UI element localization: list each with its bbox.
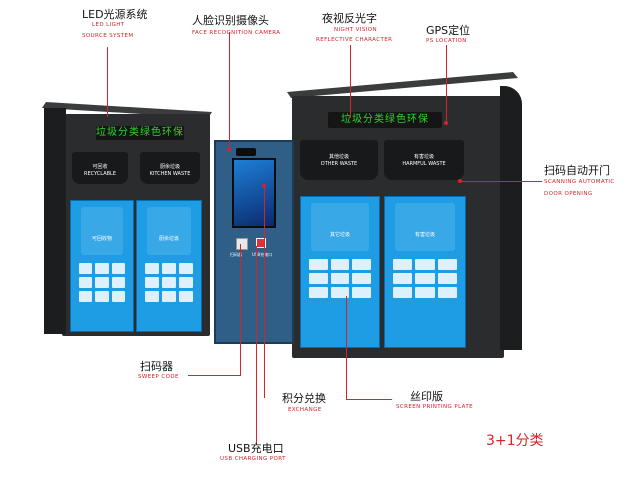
- line-exchange: [264, 186, 265, 398]
- callout-scan-open-en1: SCANNING AUTOMATIC: [544, 179, 615, 185]
- callout-face-en: FACE RECOGNITION CAMERA: [192, 30, 281, 36]
- callout-sweep-en: SWEEP CODE: [138, 374, 179, 380]
- callout-led-cn: LED光源系统: [82, 8, 148, 21]
- callout-scan-open-en2: DOOR OPENING: [544, 191, 593, 197]
- callout-gps-cn: GPS定位: [426, 24, 471, 37]
- callout-sweep-cn: 扫码器: [140, 360, 173, 373]
- line-gps: [446, 45, 447, 123]
- callout-usb-cn: USB充电口: [228, 442, 284, 455]
- line-night: [350, 45, 351, 118]
- scanner-slot[interactable]: [236, 238, 248, 250]
- kiosk-usb-label: USB充电口: [252, 252, 273, 257]
- kiosk-scan-label: 扫码器: [230, 252, 242, 257]
- line-sweep-v: [240, 244, 241, 376]
- line-print-v: [346, 296, 347, 400]
- callout-face-cn: 人脸识别摄像头: [192, 14, 269, 27]
- config-label: 3+1分类: [486, 433, 544, 449]
- kiosk-camera: [236, 148, 256, 156]
- line-scan-open: [462, 181, 542, 182]
- usb-port[interactable]: [256, 238, 266, 248]
- line-face-h: [229, 32, 230, 150]
- callout-night-cn: 夜视反光字: [322, 12, 377, 25]
- dot-scan-open: [458, 179, 462, 183]
- callout-print-en: SCREEN PRINTING PLATE: [396, 404, 474, 410]
- dot-face: [227, 148, 231, 152]
- line-sweep-h: [188, 375, 240, 376]
- callout-led-en2: SOURCE SYSTEM: [82, 33, 134, 39]
- right-side-wall: [500, 86, 522, 350]
- callout-scan-open-cn: 扫码自动开门: [544, 164, 610, 177]
- kiosk-screen[interactable]: [232, 158, 276, 228]
- callout-exchange-en: EXCHANGE: [288, 407, 322, 413]
- callout-exchange-cn: 积分兑换: [282, 392, 326, 405]
- lid-recyclable: 可回收 RECYCLABLE: [72, 152, 128, 184]
- lid-other: 其他垃圾 OTHER WASTE: [300, 140, 378, 180]
- line-usb: [256, 246, 257, 444]
- callout-night-en1: NIGHT VISION: [334, 27, 377, 33]
- lid-kitchen: 厨余垃圾 KITCHEN WASTE: [140, 152, 200, 184]
- callout-gps-en: PS LOCATION: [426, 38, 467, 44]
- dot-gps: [444, 121, 448, 125]
- dot-exchange: [262, 184, 266, 188]
- callout-print-cn: 丝印版: [410, 390, 443, 403]
- led-banner-left: 垃圾分类绿色环保: [96, 126, 184, 140]
- led-banner-right: 垃圾分类绿色环保: [328, 112, 442, 128]
- line-led: [107, 47, 108, 117]
- line-print-h: [346, 399, 392, 400]
- lid-harmful: 有害垃圾 HARMFUL WASTE: [384, 140, 464, 180]
- door-kitchen[interactable]: 厨余垃圾: [136, 200, 202, 332]
- door-other[interactable]: 其它垃圾: [300, 196, 380, 348]
- left-side-wall: [44, 108, 66, 334]
- door-recyclable[interactable]: 可回收物: [70, 200, 134, 332]
- right-roof: [287, 72, 518, 98]
- callout-night-en2: REFLECTIVE CHARACTER: [316, 37, 393, 43]
- door-harmful[interactable]: 有害垃圾: [384, 196, 466, 348]
- callout-usb-en: USB CHARGING PORT: [220, 456, 286, 462]
- callout-led-en1: LED LIGHT: [92, 22, 125, 28]
